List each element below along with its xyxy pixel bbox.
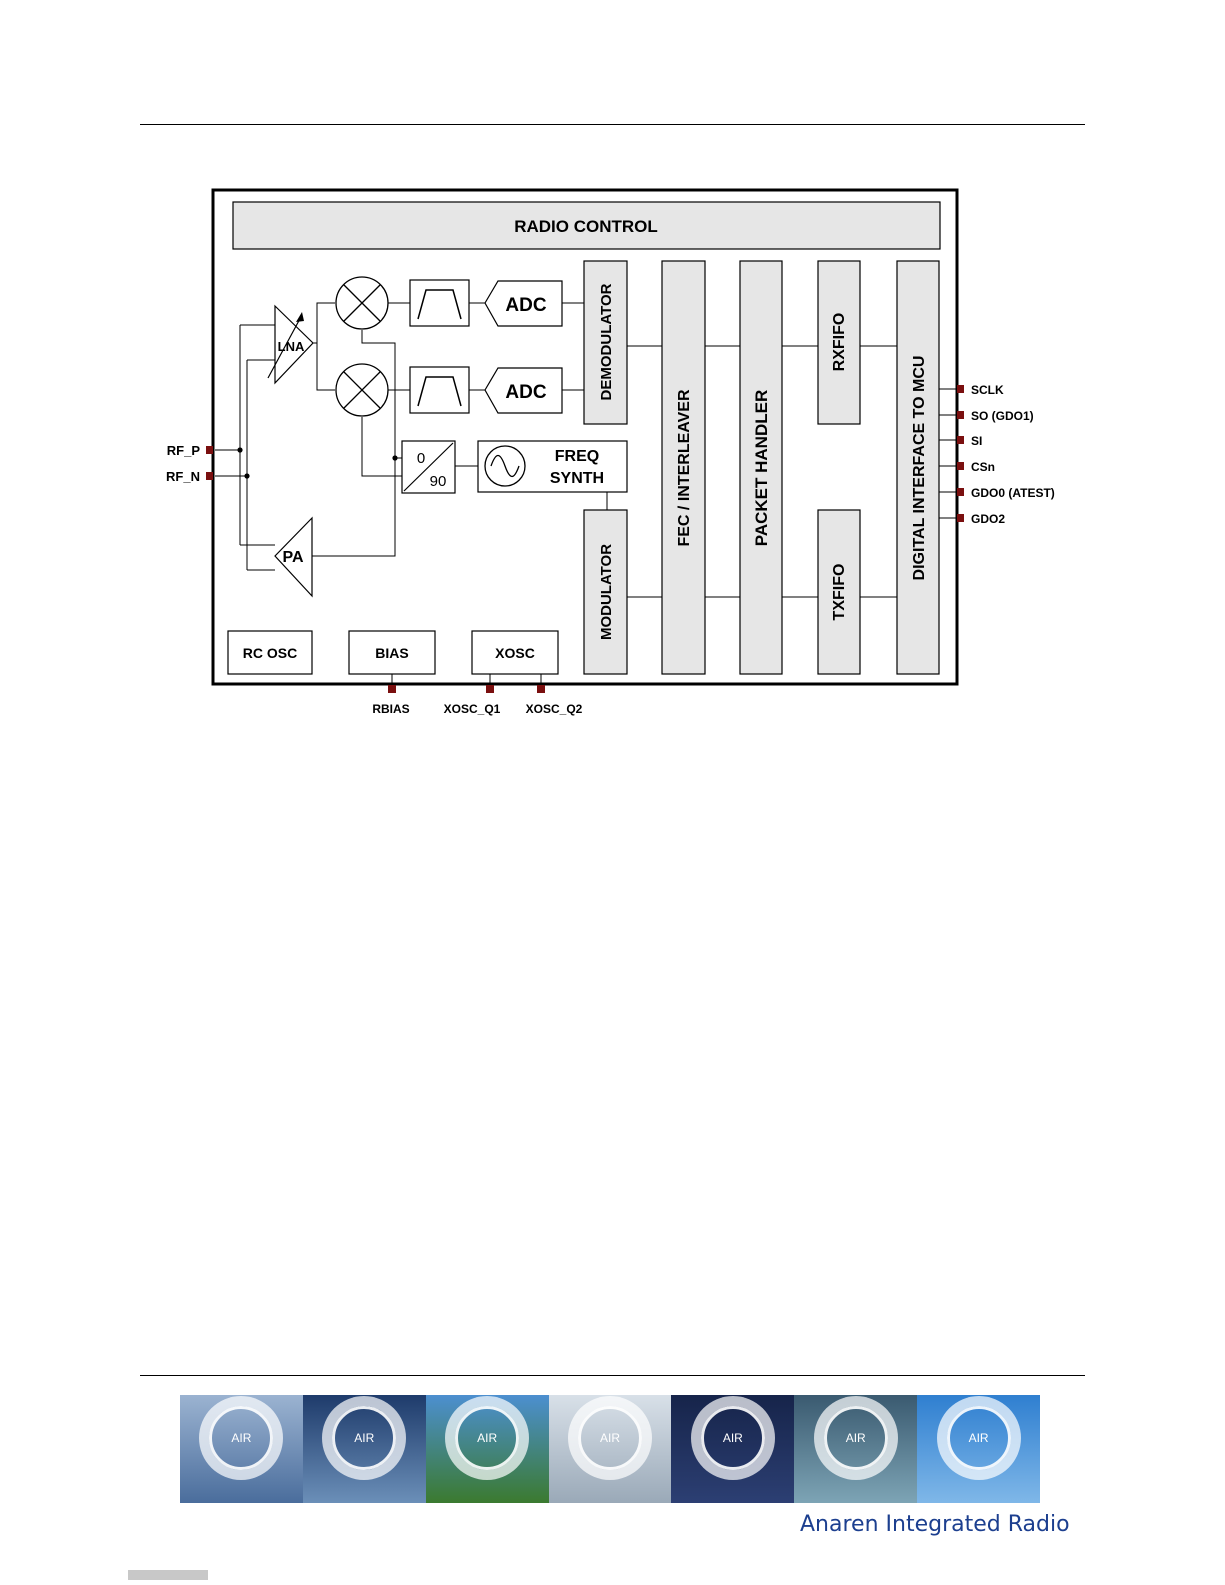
filter-top [410, 280, 469, 326]
air-logo: AIR [209, 1406, 273, 1470]
brand-wordmark: Anaren Integrated Radio [800, 1512, 1070, 1537]
bias-label: BIAS [375, 645, 408, 661]
banner-panel-skateboard: AIR [180, 1395, 303, 1503]
pin-so: SO (GDO1) [971, 409, 1034, 423]
air-logo: AIR [578, 1406, 642, 1470]
digital-interface-label: DIGITAL INTERFACE TO MCU [911, 356, 928, 581]
pin-csn: CSn [971, 460, 995, 474]
adc-top-label: ADC [505, 295, 546, 316]
filter-bottom [410, 367, 469, 413]
pin-rf-p: RF_P [167, 443, 201, 458]
banner-panel-jump: AIR [917, 1395, 1040, 1503]
pin-gdo2: GDO2 [971, 512, 1005, 526]
freq-synth-label-2: SYNTH [550, 470, 604, 487]
page-indicator-bar [128, 1570, 208, 1580]
mixer-bottom [336, 364, 388, 416]
freq-synth-label-1: FREQ [555, 448, 599, 465]
air-logo: AIR [947, 1406, 1011, 1470]
phase-90-label: 90 [430, 473, 447, 490]
mixer-top [336, 277, 388, 329]
adc-bottom-label: ADC [505, 382, 546, 403]
pin-rbias: RBIAS [372, 702, 409, 716]
pin-xosc-q2: XOSC_Q2 [526, 702, 583, 716]
pin-xosc-q1: XOSC_Q1 [444, 702, 501, 716]
fec-interleaver-label: FEC / INTERLEAVER [676, 389, 693, 546]
banner-panel-bike: AIR [426, 1395, 549, 1503]
phase-0-label: 0 [417, 450, 425, 467]
modulator-label: MODULATOR [598, 544, 615, 640]
pa-label: PA [282, 549, 303, 566]
air-logo: AIR [455, 1406, 519, 1470]
pin-sclk: SCLK [971, 383, 1004, 397]
pin-si: SI [971, 434, 982, 448]
block-diagram: RADIO CONTROL [0, 0, 1225, 760]
air-photo-banner: AIR AIR AIR AIR AIR AIR AIR [180, 1395, 1040, 1503]
txfifo-label: TXFIFO [831, 564, 848, 621]
rc-osc-label: RC OSC [243, 645, 297, 661]
pin-rf-n: RF_N [166, 469, 200, 484]
xosc-label: XOSC [495, 645, 535, 661]
pin-gdo0: GDO0 (ATEST) [971, 486, 1055, 500]
banner-panel-windsurf: AIR [671, 1395, 794, 1503]
rxfifo-label: RXFIFO [831, 313, 848, 372]
packet-handler-label: PACKET HANDLER [752, 390, 771, 546]
air-logo: AIR [332, 1406, 396, 1470]
banner-panel-kayak: AIR [794, 1395, 917, 1503]
radio-control-label: RADIO CONTROL [514, 217, 658, 236]
demodulator-label: DEMODULATOR [598, 283, 615, 400]
banner-panel-ski: AIR [303, 1395, 426, 1503]
footer-rule [140, 1375, 1085, 1376]
air-logo: AIR [701, 1406, 765, 1470]
air-logo: AIR [824, 1406, 888, 1470]
lna-label: LNA [278, 339, 305, 354]
banner-panel-snowboard: AIR [549, 1395, 672, 1503]
